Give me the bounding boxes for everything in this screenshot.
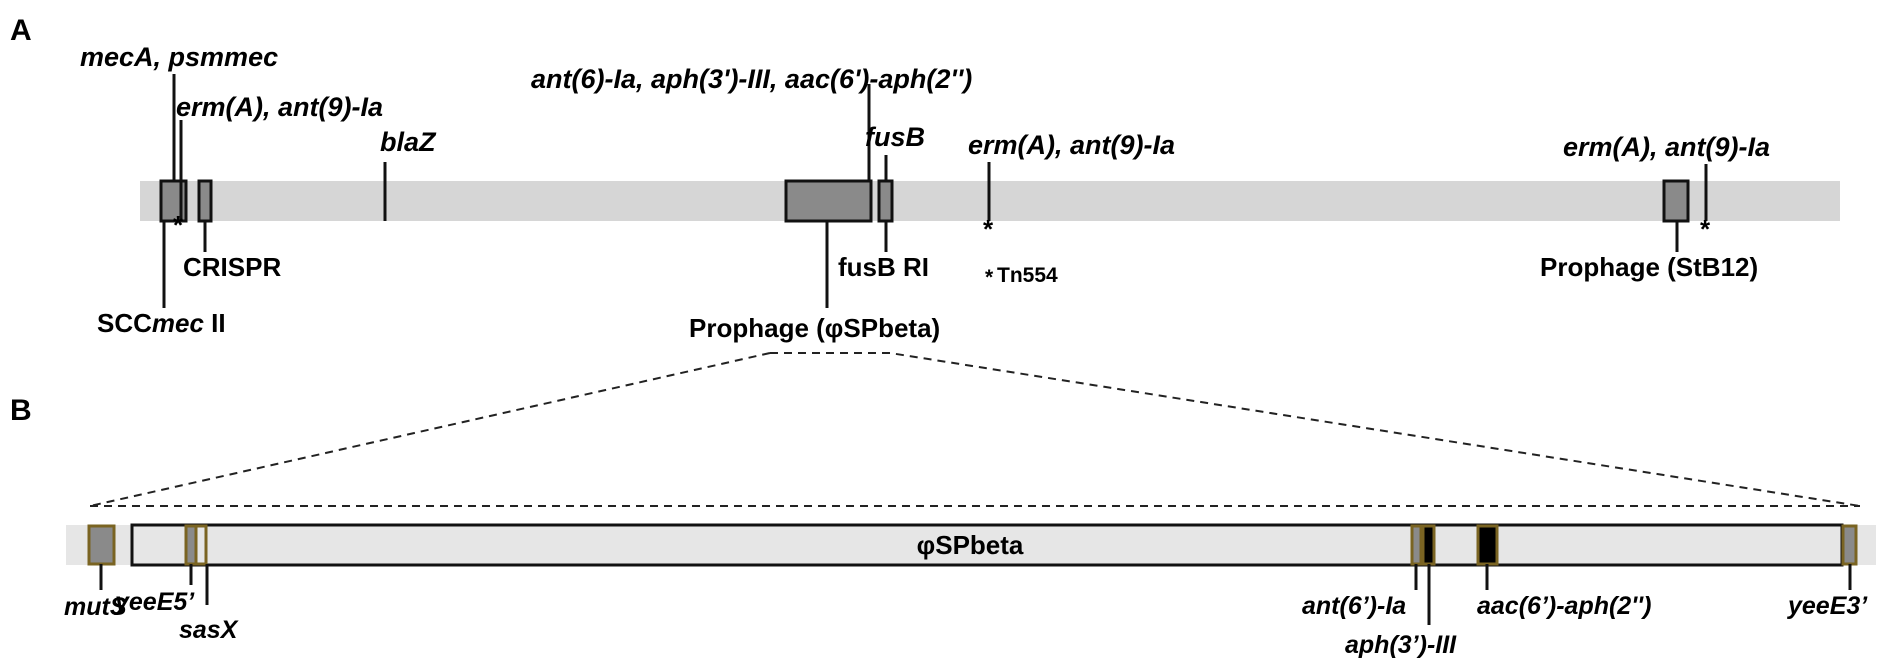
sccmec-prefix: SCC: [97, 308, 152, 338]
muts-label: mutS: [64, 593, 127, 621]
tn554-star-1: *: [173, 210, 184, 240]
sccmec-label: SCCmec II: [97, 308, 226, 338]
ant-group-label: ant(6)-Ia, aph(3')-III, aac(6')-aph(2''): [531, 64, 972, 94]
tn554-star-3: *: [1700, 214, 1711, 244]
erm-right-label: erm(A), ant(9)-Ia: [1563, 132, 1770, 162]
ant6-gene: [1410, 524, 1423, 566]
fusb-label: fusB: [865, 122, 925, 152]
zoom-line-left: [89, 352, 771, 507]
yeee3-gene: [1841, 524, 1858, 566]
yeee3-label: yeeE3’: [1786, 592, 1868, 620]
meca-label: mecA, psmmec: [80, 42, 278, 72]
phi-spbeta-center-label: φSPbeta: [917, 530, 1024, 560]
erm-left-label: erm(A), ant(9)-Ia: [176, 92, 383, 122]
panel-a-letter: A: [10, 14, 32, 47]
sasx-gene: [194, 524, 208, 566]
sccmec-suffix: II: [204, 308, 226, 338]
fusb-box: [877, 179, 894, 223]
tn554-legend-label: Tn554: [997, 264, 1058, 287]
tn554-star-2: *: [983, 214, 994, 244]
fusb-ri-label: fusB RI: [838, 252, 929, 282]
aph3-gene: [1421, 524, 1436, 566]
panel-b-letter: B: [10, 394, 32, 427]
prophage-stb-label: Prophage (StB12): [1540, 252, 1758, 282]
zoom-line-right: [770, 352, 1861, 507]
aph3-label: aph(3’)-III: [1345, 631, 1457, 659]
aac6-gene: [1476, 524, 1499, 566]
yeee5-label: yeeE5’: [113, 588, 195, 616]
prophage-stb-box: [1662, 179, 1690, 223]
aac6-label: aac(6’)-aph(2''): [1477, 592, 1651, 620]
sccmec-italic: mec: [152, 308, 205, 338]
crispr-label: CRISPR: [183, 252, 281, 282]
erm-mid-label: erm(A), ant(9)-Ia: [968, 130, 1175, 160]
prophage-phi-box: [784, 179, 873, 223]
sasx-label: sasX: [179, 616, 239, 644]
phi-spbeta-region: [130, 523, 1844, 567]
muts-gene: [87, 524, 116, 566]
blaz-label: blaZ: [380, 127, 437, 157]
ant6-label: ant(6’)-Ia: [1302, 592, 1406, 620]
crispr-box: [197, 179, 213, 223]
tn554-legend-star: *: [985, 266, 994, 289]
prophage-phi-label: Prophage (φSPbeta): [689, 313, 940, 343]
